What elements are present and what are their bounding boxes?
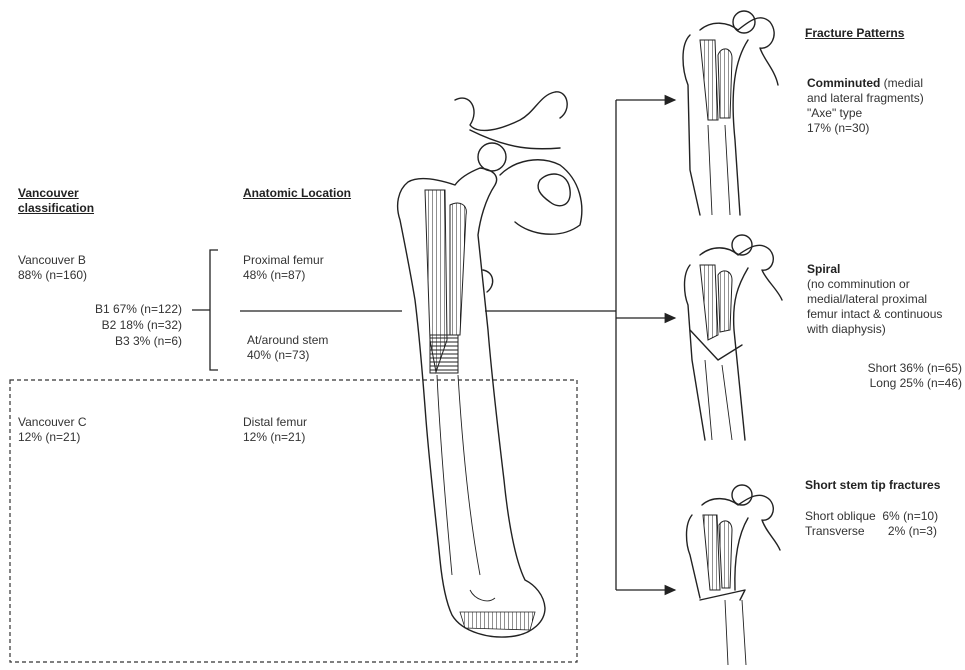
spiral-desc1: (no comminution or [807, 277, 910, 292]
anatomic-bracket [210, 250, 218, 370]
comminuted-line1: Comminuted (medial [807, 76, 923, 91]
at-around-stem-label: At/around stem [247, 333, 328, 348]
vancouver-b-stat: 88% (n=160) [18, 268, 87, 283]
stem-tip-title: Short stem tip fractures [805, 478, 940, 493]
femur-illustration [398, 92, 582, 637]
spiral-long-stat: Long 25% (n=46) [820, 376, 962, 391]
comminuted-title: Comminuted [807, 76, 880, 90]
comminuted-desc2: and lateral fragments) [807, 91, 924, 106]
vancouver-b1: B1 67% (n=122) [60, 302, 182, 317]
spiral-desc3: femur intact & continuous [807, 307, 942, 322]
vancouver-c-stat: 12% (n=21) [18, 430, 80, 445]
spiral-desc2: medial/lateral proximal [807, 292, 927, 307]
fracture-patterns-heading: Fracture Patterns [805, 26, 904, 41]
comminuted-desc3: "Axe" type [807, 106, 862, 121]
comminuted-fracture-illustration [683, 11, 778, 215]
vancouver-b3: B3 3% (n=6) [60, 334, 182, 349]
vancouver-b2: B2 18% (n=32) [60, 318, 182, 333]
vancouver-heading-line2: classification [18, 201, 94, 216]
vancouver-b-label: Vancouver B [18, 253, 86, 268]
stem-tip-oblique-stat: Short oblique 6% (n=10) [805, 509, 938, 524]
spiral-fracture-illustration [685, 235, 783, 440]
vancouver-c-label: Vancouver C [18, 415, 86, 430]
distal-femur-stat: 12% (n=21) [243, 430, 305, 445]
spiral-title: Spiral [807, 262, 840, 277]
stem-tip-fracture-illustration [687, 485, 781, 665]
vancouver-heading-line1: Vancouver [18, 186, 79, 201]
comminuted-stat: 17% (n=30) [807, 121, 869, 136]
comminuted-desc1: (medial [880, 76, 923, 90]
at-around-stem-stat: 40% (n=73) [247, 348, 309, 363]
distal-femur-label: Distal femur [243, 415, 307, 430]
proximal-femur-label: Proximal femur [243, 253, 324, 268]
stem-tip-transverse-stat: Transverse 2% (n=3) [805, 524, 937, 539]
spiral-desc4: with diaphysis) [807, 322, 886, 337]
anatomic-heading: Anatomic Location [243, 186, 351, 201]
spiral-short-stat: Short 36% (n=65) [820, 361, 962, 376]
proximal-femur-stat: 48% (n=87) [243, 268, 305, 283]
